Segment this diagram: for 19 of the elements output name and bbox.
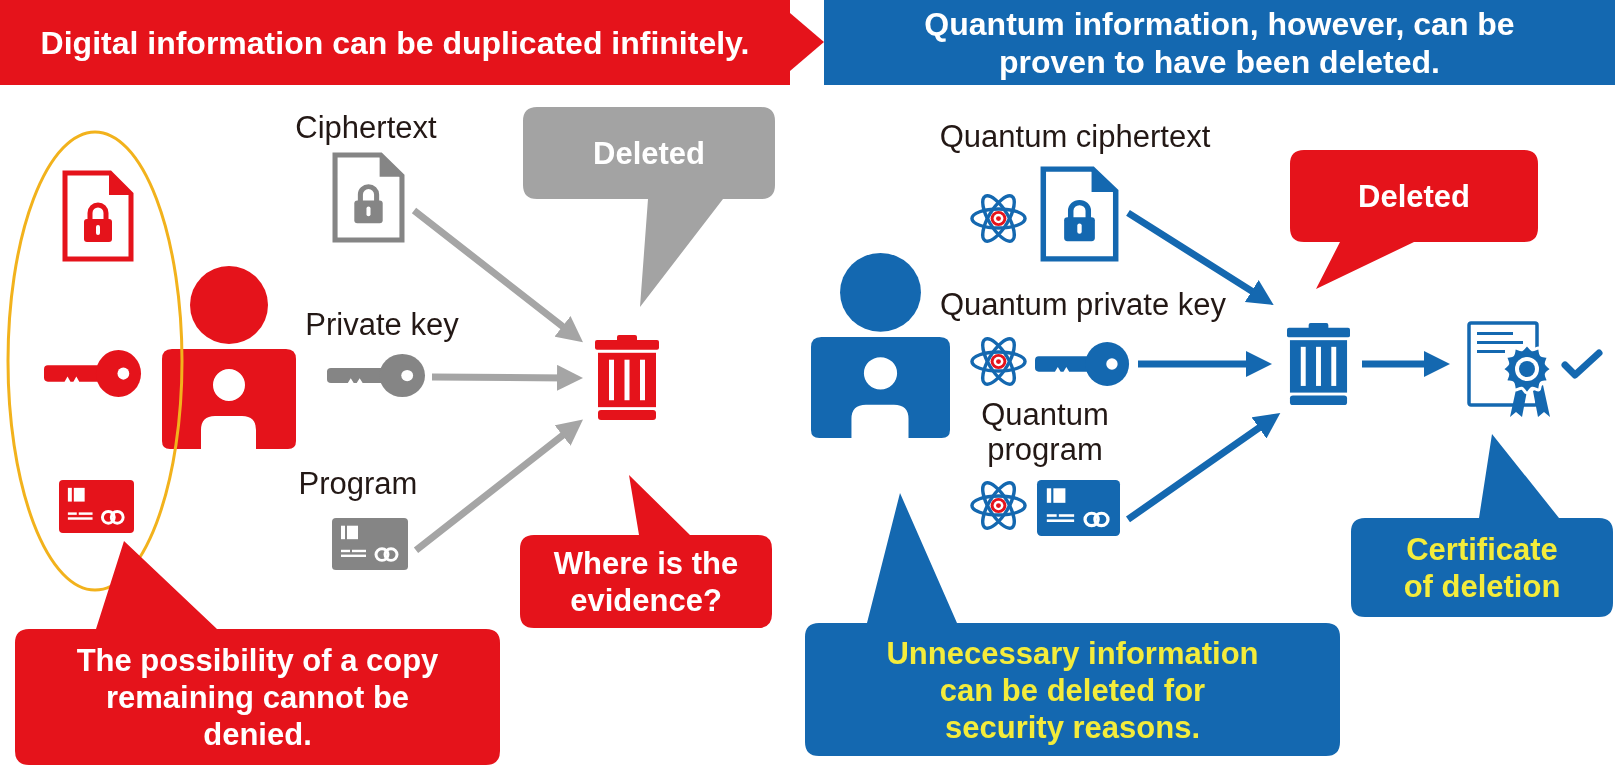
item-label: Private key: [304, 308, 460, 343]
item-label: Ciphertext: [294, 111, 438, 146]
bubble-text: Where is the evidence?: [552, 544, 740, 619]
header-text: Quantum information, however, can be proven to have been deleted.: [923, 4, 1516, 81]
bubble-text: Certificate of deletion: [1402, 530, 1562, 605]
header-banner: [824, 0, 1615, 85]
bubble-text: Deleted: [1357, 177, 1471, 215]
item-label: Quantum ciphertext: [938, 120, 1212, 155]
item-label: Program: [297, 467, 419, 502]
bubble-text: The possibility of a copy remaining cannot be denied.: [75, 641, 440, 753]
arrow: [1126, 209, 1276, 308]
bubble-text: Deleted: [592, 134, 706, 172]
bubble-text: Unnecessary information can be deleted for security reasons.: [885, 634, 1260, 745]
arrow: [1126, 410, 1283, 523]
header-banner: [0, 0, 790, 85]
item-label: Quantum program: [980, 398, 1110, 468]
header-text: Digital information can be duplicated infinitely.: [39, 23, 751, 62]
arrow: [431, 364, 584, 391]
item-label: Quantum private key: [939, 288, 1227, 323]
